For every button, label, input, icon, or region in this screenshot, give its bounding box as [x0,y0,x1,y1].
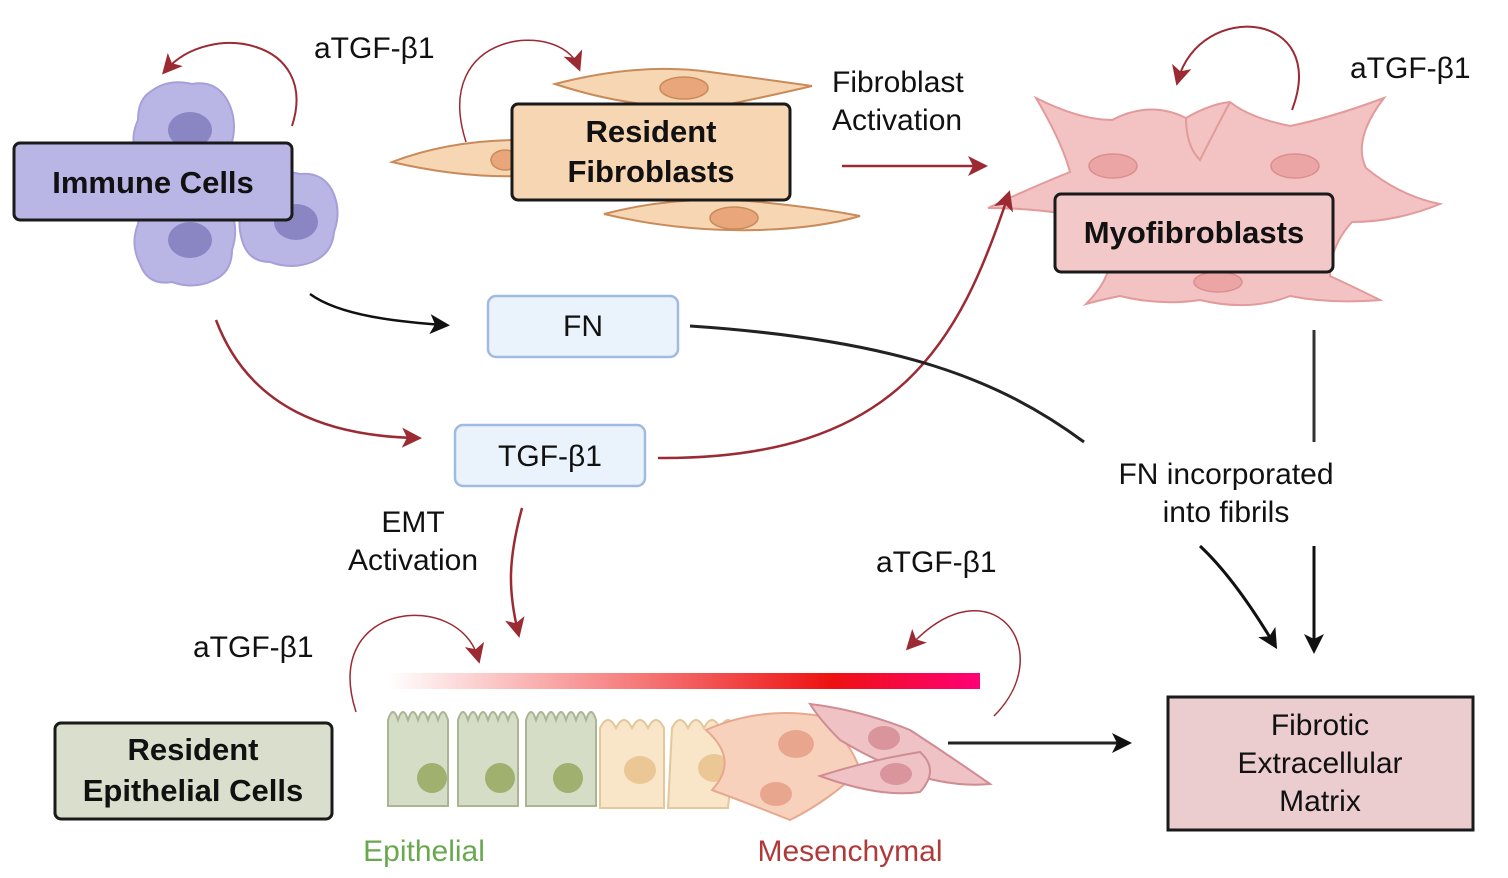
fibrotic-ecm-box: Fibrotic Extracellular Matrix [1166,695,1475,832]
fn-box: FN [486,294,680,359]
fibrils-to-ecm-arrow-left [1198,544,1278,650]
atgf-immune-label: aTGF-β1 [314,32,435,65]
fibroblast-activation-label-line2: Activation [832,104,962,137]
resident-epithelial-box: Resident Epithelial Cells [53,721,334,821]
epithelial-autocrine-arrow [349,614,485,713]
immune-cells-box: Immune Cells [12,141,294,222]
atgf-mesenchymal-label: aTGF-β1 [876,546,997,579]
myofibroblasts-box: Myofibroblasts [1053,192,1335,274]
tgf-to-myofibroblast-arrow [657,190,1014,460]
epithelial-cells-icon [387,711,738,809]
tgf-b1-label: TGF-β1 [498,440,602,473]
mesenchymal-autocrine-arrow [905,610,1021,717]
epithelial-label: Epithelial [363,835,485,868]
immune-to-fn-arrow [309,292,450,335]
emt-activation-label-line1: EMT [381,506,444,539]
fibroblast-activation-label-line1: Fibroblast [832,66,964,99]
emt-activation-label-line2: Activation [348,544,478,577]
mesenchymal-cells-icon [704,702,993,822]
fibrotic-ecm-label-line1: Fibrotic [1271,709,1369,742]
immune-to-tgf-arrow [214,319,422,448]
fibrotic-ecm-label-line3: Matrix [1279,785,1361,818]
resident-fibroblasts-label-line2: Fibroblasts [567,154,734,189]
mesenchymal-label: Mesenchymal [757,835,942,868]
fibroblast-autocrine-arrow [459,39,583,143]
myofibroblasts-label: Myofibroblasts [1084,215,1304,250]
resident-fibroblasts-box: Resident Fibroblasts [510,102,792,202]
resident-epithelial-label-line1: Resident [128,732,259,767]
fn-to-fibrils-arrow [689,324,1085,444]
fn-incorporated-label-line2: into fibrils [1163,496,1290,529]
immune-cells-label: Immune Cells [52,165,254,200]
resident-epithelial-label-line2: Epithelial Cells [83,773,304,808]
tgf-b1-box: TGF-β1 [453,423,647,488]
fibroblast-cells-icon [388,67,861,232]
tgf-to-emt-arrow [505,507,525,638]
atgf-myofibroblast-label: aTGF-β1 [1350,52,1471,85]
fn-incorporated-label-line1: FN incorporated [1118,458,1333,491]
immune-autocrine-arrow [162,42,298,127]
resident-fibroblasts-label-line1: Resident [586,114,717,149]
fn-label: FN [563,310,603,343]
myofibroblast-autocrine-arrow [1172,25,1300,111]
emt-gradient-bar [388,673,980,689]
atgf-epithelial-label: aTGF-β1 [193,631,314,664]
fibrotic-ecm-label-line2: Extracellular [1237,747,1402,780]
